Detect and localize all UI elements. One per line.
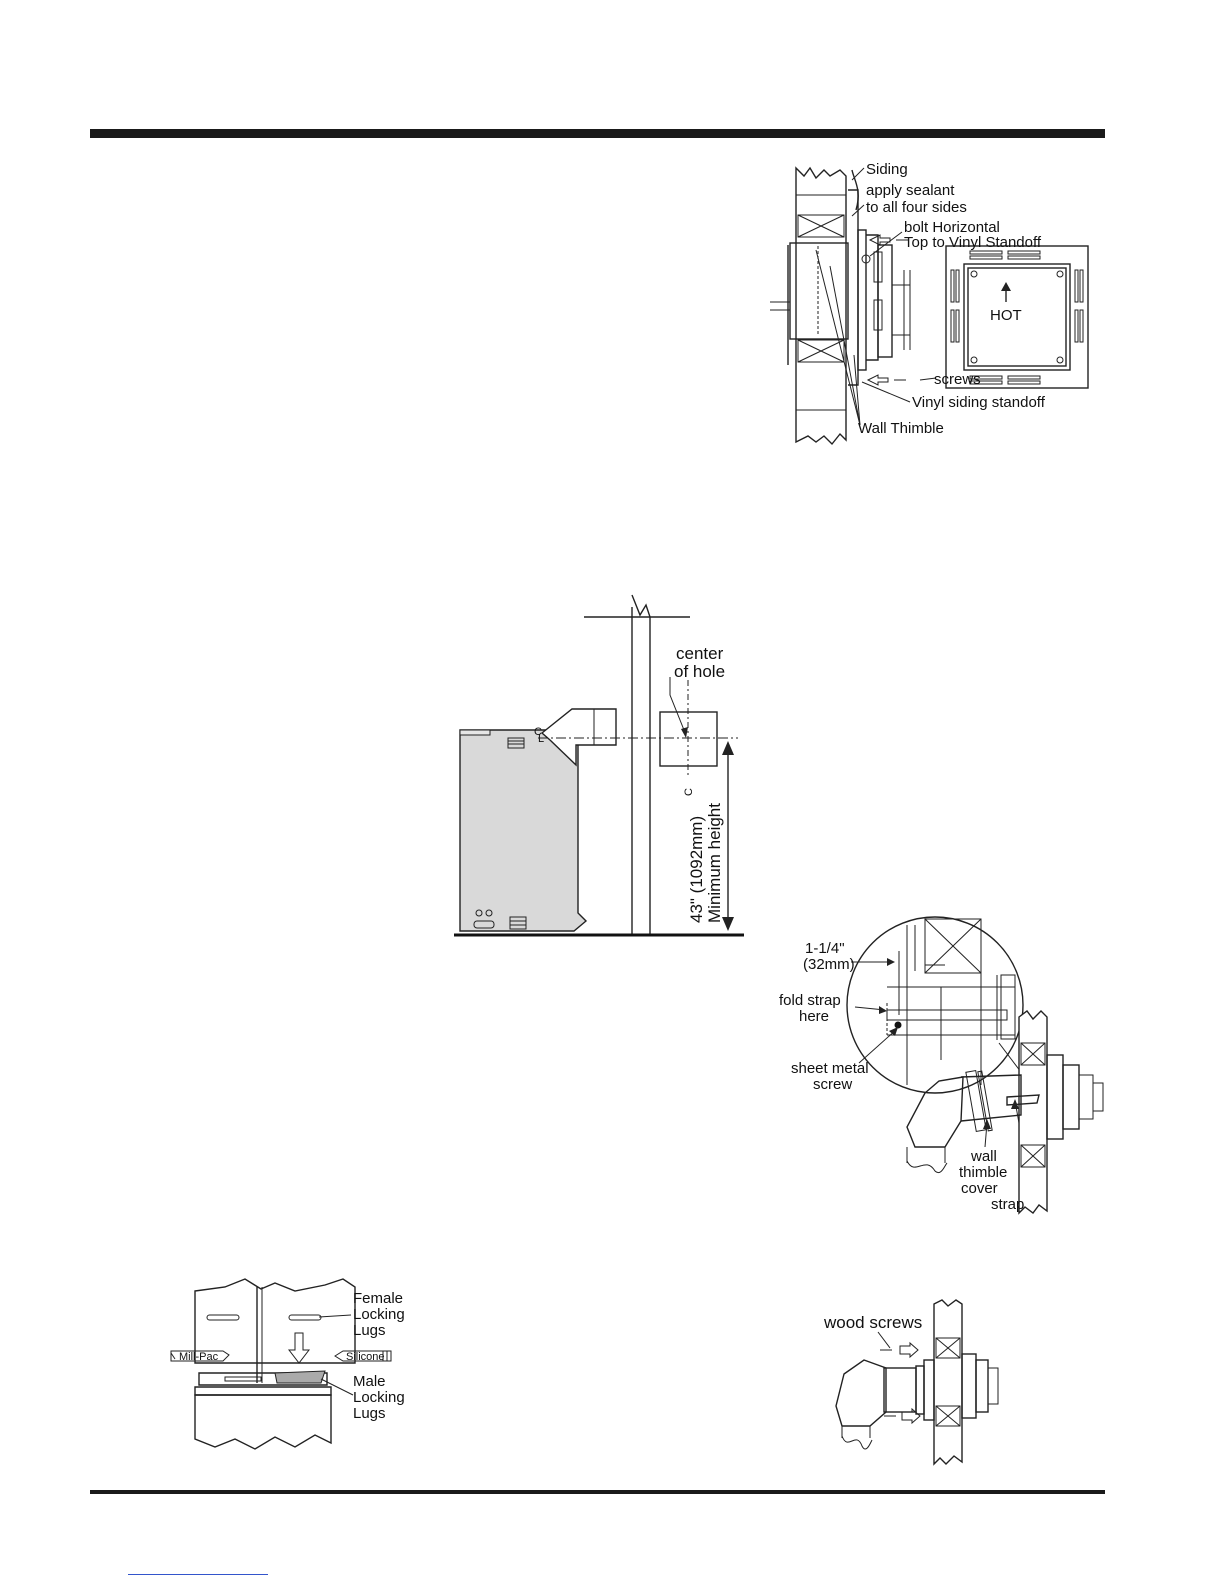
fold-strap-label-line2: here [799, 1008, 829, 1025]
thimble-cover-label-line3: cover [961, 1180, 998, 1197]
sealant-label-line2: to all four sides [866, 199, 967, 216]
vinyl-standoff-label: Vinyl siding standoff [912, 394, 1046, 411]
bolt-label-line1: bolt Horizontal [904, 219, 1000, 236]
female-locking-lug [288, 1314, 322, 1321]
strap-dim-label-line2: (32mm) [803, 956, 855, 973]
dimension-label-line1: 43" (1092mm) [687, 816, 706, 923]
minimum-height-diagram: C L C center of hole 43" (1092mm) Minimu… [454, 594, 744, 937]
fold-strap-label-line1: fold strap [779, 992, 841, 1009]
thimble-cover-label-line2: thimble [959, 1164, 1007, 1181]
male-lugs-label-line3: Lugs [353, 1405, 386, 1422]
strap-dim-label-line1: 1-1/4" [805, 940, 845, 957]
silicone-tube [334, 1350, 392, 1362]
screws-label: screws [934, 371, 981, 388]
strap-label: strap [991, 1196, 1024, 1213]
dimension-label-line2: Minimum height [705, 803, 724, 923]
svg-text:C: C [534, 726, 542, 738]
stud-bottom [797, 339, 845, 363]
locking-lugs-diagram: Mill-Pac Silicone Female Locking Lugs Ma… [170, 1278, 405, 1450]
stud-top [797, 214, 845, 238]
female-lugs-label-line2: Locking [353, 1306, 405, 1323]
svg-text:L: L [538, 733, 544, 745]
center-label-line1: center [676, 644, 724, 663]
female-lugs-label-line3: Lugs [353, 1322, 386, 1339]
hot-label: HOT [990, 307, 1022, 324]
detail-magnifier [846, 916, 1024, 1094]
wood-screws-label: wood screws [823, 1313, 922, 1332]
center-label-line2: of hole [674, 662, 725, 681]
sealant-label-line1: apply sealant [866, 182, 955, 199]
male-lugs-label-line2: Locking [353, 1389, 405, 1406]
svg-text:C: C [683, 788, 695, 796]
bolt-label-line2: Top to Vinyl Standoff [904, 234, 1042, 251]
header-rule [90, 129, 1105, 138]
sheet-metal-screw-label-line1: sheet metal [791, 1060, 869, 1077]
standoff-front-view [945, 245, 1089, 389]
male-lugs-label-line1: Male [353, 1373, 386, 1390]
male-locking-lug [274, 1370, 326, 1384]
wall-thimble-label: Wall Thimble [858, 420, 944, 437]
thimble-cover-label-line1: wall [970, 1148, 997, 1165]
footer-link-underline [128, 1574, 268, 1575]
siding-label: Siding [866, 161, 908, 178]
wall-section [795, 166, 847, 446]
wood-screws-diagram: wood screws [823, 1299, 999, 1466]
footer-rule [90, 1490, 1105, 1494]
strap-detail-diagram: 1-1/4" (32mm) fold strap here sheet meta… [779, 916, 1104, 1215]
vent-elbow [540, 708, 617, 767]
sheet-metal-screw-label-line2: screw [813, 1076, 852, 1093]
wall-thimble-diagram: HOT Siding apply sealant to all four sid… [770, 161, 1089, 446]
appliance-body [459, 729, 588, 932]
wall-thimble [789, 242, 849, 340]
mill-pac-tube [170, 1350, 230, 1362]
female-lugs-label-line1: Female [353, 1290, 403, 1307]
silicone-label: Silicone [346, 1351, 385, 1363]
mill-pac-label: Mill-Pac [179, 1351, 219, 1363]
